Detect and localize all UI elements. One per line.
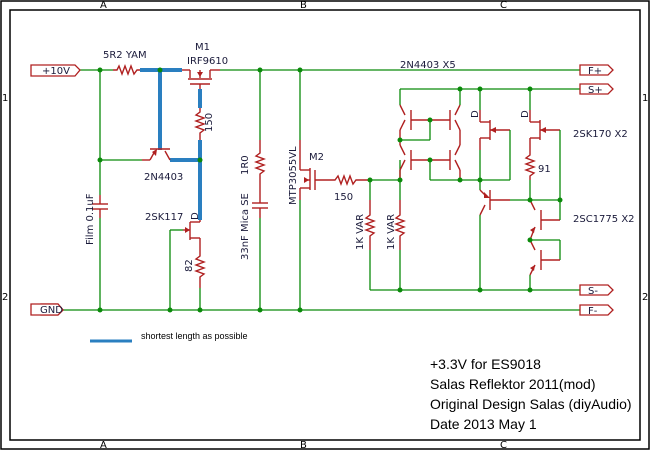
label-2sk170-b-drain: D xyxy=(520,110,531,118)
resistor-150-top xyxy=(194,108,206,140)
col-label-a-top: A xyxy=(100,0,107,11)
label-1k-var-a: 1K VAR xyxy=(355,214,366,250)
snubber-1r0-33nf xyxy=(252,70,268,310)
port-f-minus[interactable]: F- xyxy=(579,304,614,317)
jfet-2sk170-a xyxy=(479,89,511,190)
cap-film xyxy=(92,70,108,310)
label-film-cap: Film 0.1uF xyxy=(85,193,96,245)
mosfet-m2 xyxy=(299,70,332,310)
label-150-top: 150 xyxy=(204,113,215,132)
label-2n4403: 2N4403 xyxy=(144,172,183,183)
label-2sc1775-x2: 2SC1775 X2 xyxy=(573,214,635,225)
jfet-2sk170-b xyxy=(529,89,561,200)
label-2sk117-drain: D xyxy=(190,212,201,220)
row-label-1-left: 1 xyxy=(2,93,8,104)
svg-text:F-: F- xyxy=(588,306,598,317)
svg-text:F+: F+ xyxy=(588,66,602,77)
col-label-c-top: C xyxy=(500,0,507,11)
svg-text:GND: GND xyxy=(40,305,63,316)
transistor-driver xyxy=(479,189,560,290)
port-s-minus[interactable]: S- xyxy=(579,284,614,297)
port-vin[interactable]: +10V xyxy=(30,64,81,77)
label-33nf: 33nF Mica SE xyxy=(240,193,251,260)
label-2sk117: 2SK117 xyxy=(145,212,183,223)
label-82: 82 xyxy=(184,259,195,272)
label-150-gate: 150 xyxy=(334,192,353,203)
transistor-2sc1775-pair xyxy=(529,199,561,290)
svg-text:S-: S- xyxy=(588,286,598,297)
title-line-2: Salas Reflektor 2011(mod) xyxy=(430,376,595,392)
label-91: 91 xyxy=(538,164,551,175)
label-2n4403-x5: 2N4403 X5 xyxy=(400,60,456,71)
label-1k-var-b: 1K VAR xyxy=(386,214,397,250)
resistor-82 xyxy=(194,250,206,288)
col-label-a-bottom: A xyxy=(100,440,107,450)
title-line-4: Date 2013 May 1 xyxy=(430,416,537,432)
title-line-1: +3.3V for ES9018 xyxy=(430,356,541,372)
port-s-plus[interactable]: S+ xyxy=(579,83,614,96)
label-m1-ref: M1 xyxy=(195,42,210,53)
jfet-2sk117 xyxy=(169,220,201,310)
rail-s-plus xyxy=(399,88,580,105)
resistor-91 xyxy=(524,150,536,180)
svg-text:S+: S+ xyxy=(588,85,603,96)
transistor-cluster-2n4403 xyxy=(399,89,480,181)
row-label-2-left: 2 xyxy=(2,292,8,303)
col-label-c-bottom: C xyxy=(500,440,507,450)
port-f-plus[interactable]: F+ xyxy=(579,64,614,77)
col-label-b-bottom: B xyxy=(300,440,307,450)
label-m2-ref: M2 xyxy=(309,152,324,163)
row-label-1-right: 1 xyxy=(642,93,648,104)
label-5r2: 5R2 YAM xyxy=(103,50,147,61)
short-path-highlight xyxy=(140,68,202,220)
label-m1-part: IRF9610 xyxy=(187,56,228,67)
junction-dots xyxy=(97,67,563,313)
resistor-5r2 xyxy=(113,64,140,76)
label-m2-part: MTP3055VL xyxy=(288,146,299,205)
col-label-b-top: B xyxy=(300,0,307,11)
mosfet-m1 xyxy=(182,69,220,89)
legend-text: shortest length as possible xyxy=(141,331,248,341)
label-2sk170-a-drain: D xyxy=(470,110,481,118)
inner-frame xyxy=(9,9,641,441)
label-1r0: 1R0 xyxy=(240,155,251,175)
title-line-3: Original Design Salas (diyAudio) xyxy=(430,396,632,412)
row-label-2-right: 2 xyxy=(642,292,648,303)
resistor-150-gate xyxy=(332,174,370,186)
trimmer-1k-a xyxy=(364,179,400,290)
label-2sk170-x2: 2SK170 X2 xyxy=(573,129,628,140)
transistor-2n4403 xyxy=(100,148,171,161)
port-gnd[interactable]: GND xyxy=(30,303,64,316)
svg-text:+10V: +10V xyxy=(42,66,70,77)
